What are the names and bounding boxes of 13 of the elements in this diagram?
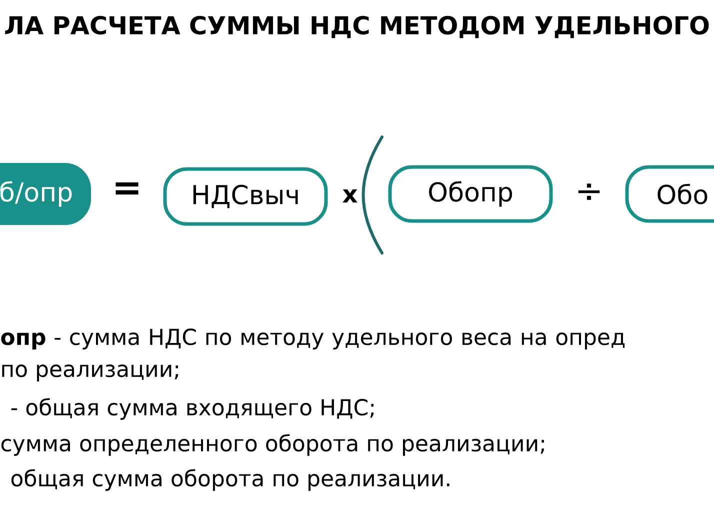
definition-text: - общая сумма входящего НДС; — [11, 398, 374, 420]
definition-text: общая сумма оборота по реализации. — [11, 469, 450, 491]
equals-sign: = — [116, 182, 138, 194]
definition-text: по реализации; — [2, 364, 178, 382]
variable-box: Обопр — [388, 165, 553, 223]
definition-text: опр - сумма НДС по методу удельного веса на опред — [1, 328, 625, 350]
result-box: б/опр — [0, 163, 91, 225]
title: ЛА РАСЧЕТА СУММЫ НДС МЕТОДОМ УДЕЛЬНОГО — [5, 16, 709, 38]
definition-text: сумма определенного оборота по реализации; — [1, 434, 544, 456]
variable-box: НДСвыч — [163, 167, 328, 226]
divide-sign: ÷ — [578, 184, 600, 200]
variable-box: Обо — [625, 165, 714, 223]
multiply-sign: x — [342, 189, 358, 203]
